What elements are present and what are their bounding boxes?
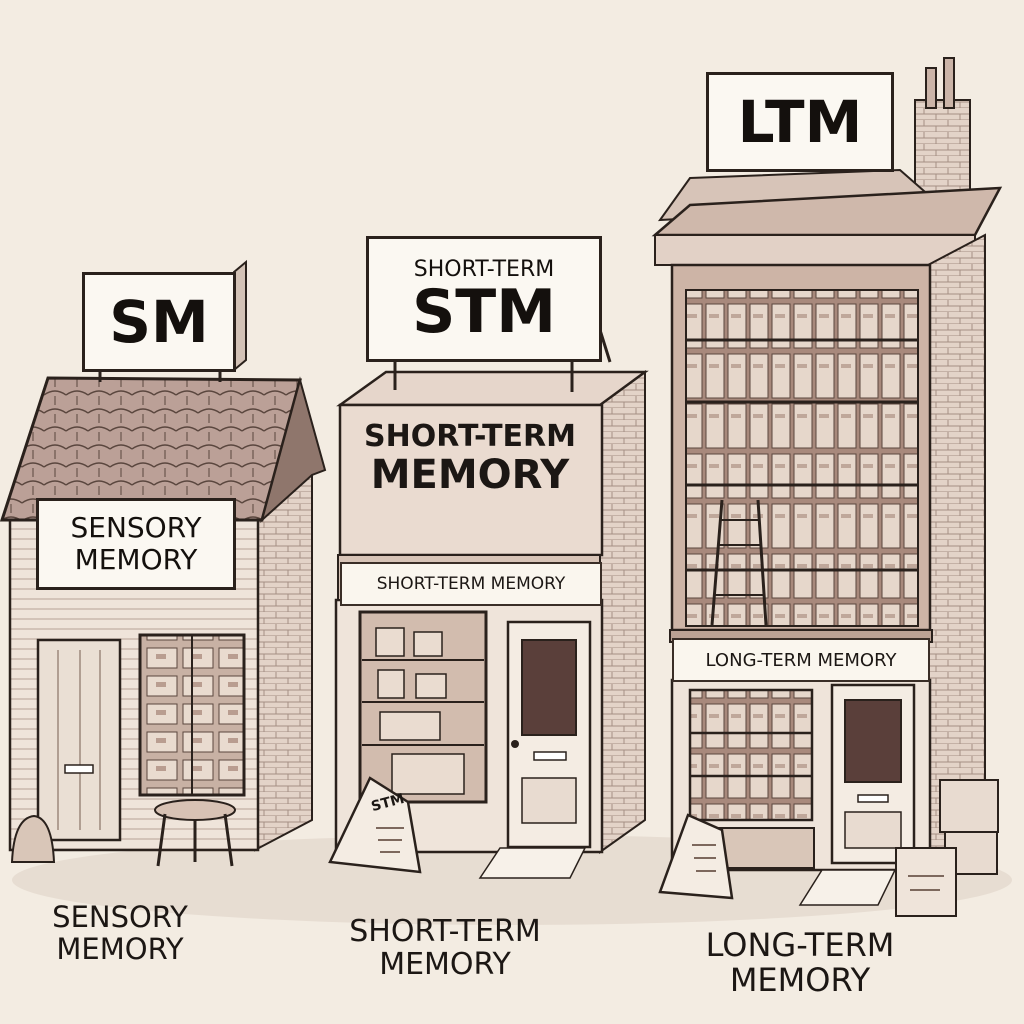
- sensory-memory-caption: SENSORY MEMORY: [20, 900, 220, 966]
- ltm-roof-sign: LTM: [706, 72, 894, 172]
- ltm-caption-line1: LONG-TERM: [705, 926, 895, 964]
- long-term-memory-building: [651, 57, 1003, 917]
- sensory-facade-line1: SENSORY: [70, 510, 202, 544]
- stm-caption-line1: SHORT-TERM: [349, 914, 541, 949]
- stm-caption-line2: MEMORY: [379, 947, 511, 982]
- short-term-memory-caption: SHORT-TERM MEMORY: [320, 915, 570, 981]
- sensory-facade-sign: SENSORY MEMORY: [36, 498, 236, 590]
- ltm-caption-line2: MEMORY: [729, 961, 871, 1000]
- sensory-facade-line2: MEMORY: [74, 543, 198, 576]
- ltm-storefront-banner-text: LONG-TERM MEMORY: [705, 649, 897, 671]
- stm-roof-sign-small: SHORT-TERM: [413, 256, 555, 282]
- ltm-storefront-banner: LONG-TERM MEMORY: [672, 638, 930, 682]
- stm-facade-line1: SHORT-TERM: [364, 419, 576, 454]
- sensory-caption-line2: MEMORY: [56, 931, 184, 966]
- ltm-roof-sign-text: LTM: [737, 88, 863, 156]
- stm-storefront-banner-text: SHORT-TERM MEMORY: [376, 574, 566, 594]
- stm-facade-sign: SHORT-TERM MEMORY: [345, 420, 595, 497]
- stm-storefront-banner: SHORT-TERM MEMORY: [340, 562, 602, 606]
- sensory-caption-line1: SENSORY: [52, 900, 188, 934]
- long-term-memory-caption: LONG-TERM MEMORY: [675, 926, 925, 1000]
- stm-roof-sign-text: STM: [412, 276, 556, 347]
- stm-facade-line2: MEMORY: [370, 452, 570, 498]
- sm-roof-sign: SM: [82, 272, 236, 372]
- stm-roof-sign: SHORT-TERM STM: [366, 236, 602, 362]
- sm-roof-sign-text: SM: [109, 288, 209, 356]
